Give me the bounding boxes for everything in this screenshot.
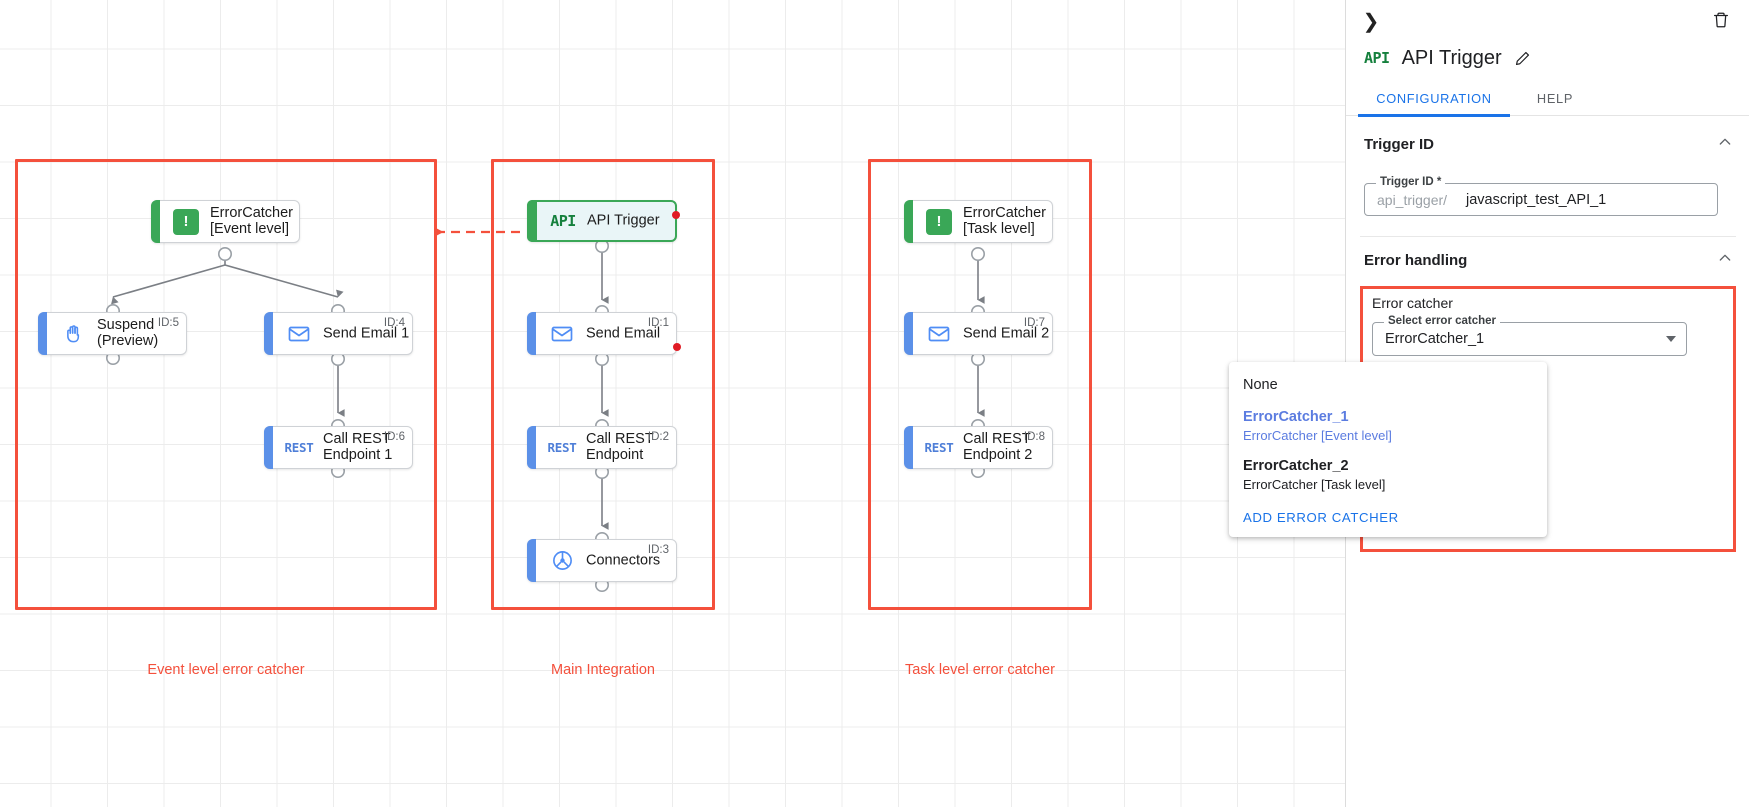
dropdown-option-errorcatcher-1[interactable]: ErrorCatcher_1 ErrorCatcher [Event level… [1229,402,1547,451]
group-label-main: Main Integration [551,662,655,678]
dropdown-option-none[interactable]: None [1229,370,1547,402]
chevron-up-icon-trigger-id[interactable] [1717,134,1733,153]
status-dot [672,211,680,219]
group-label-event-level: Event level error catcher [147,662,305,678]
node-send-email[interactable]: Send Email ID:1 [527,312,681,355]
section-heading-trigger-id: Trigger ID [1364,136,1435,153]
section-heading-error-handling: Error handling [1364,252,1468,269]
rest-icon: REST [924,440,954,455]
node-id-tag: ID:4 [383,317,405,329]
chevron-right-icon[interactable]: ❯ [1362,10,1380,33]
node-accent-bar [38,312,47,355]
alert-square-icon: ! [926,208,952,235]
node-label: ErrorCatcher [Task level] [963,204,1046,238]
node-accent-bar [527,200,537,242]
node-accent-bar [904,200,913,243]
tab-configuration[interactable]: CONFIGURATION [1358,80,1510,117]
trash-icon[interactable] [1707,6,1735,34]
node-accent-bar [264,312,273,355]
page-title: API Trigger [1401,46,1502,69]
node-accent-bar [151,200,160,243]
node-label: Suspend (Preview) [97,316,159,350]
tab-help[interactable]: HELP [1510,80,1600,116]
dropdown-option-errorcatcher-2[interactable]: ErrorCatcher_2 ErrorCatcher [Task level] [1229,451,1547,500]
node-label: Call REST Endpoint 1 [323,430,393,464]
node-label: Send Email 2 [963,325,1050,342]
trigger-id-prefix: api_trigger/ [1377,191,1448,208]
group-frame-event-level[interactable] [15,159,437,610]
section-divider [1360,236,1736,237]
node-label: Call REST Endpoint 2 [963,430,1033,464]
pencil-icon[interactable] [1514,50,1531,67]
node-label: Call REST Endpoint [586,430,654,464]
api-icon: API [1364,49,1390,67]
select-error-catcher-value: ErrorCatcher_1 [1385,331,1485,347]
node-call-rest-endpoint[interactable]: REST Call REST Endpoint ID:2 [527,426,677,469]
node-suspend-preview[interactable]: Suspend (Preview) ID:5 [38,312,187,355]
dropdown-option-secondary: ErrorCatcher [Task level] [1243,477,1386,493]
hand-icon [60,321,86,347]
dropdown-option-primary: None [1243,377,1278,393]
node-accent-bar [527,539,536,582]
select-error-catcher-legend: Select error catcher [1384,315,1501,327]
node-accent-bar [527,426,536,469]
chevron-up-icon-error-handling[interactable] [1717,250,1733,269]
node-errorcatcher-task-level[interactable]: ! ErrorCatcher [Task level] [904,200,1053,243]
envelope-icon [286,321,312,347]
node-id-tag: ID:6 [383,431,405,443]
group-frame-task-level[interactable] [868,159,1092,610]
api-icon: API [550,212,576,230]
chevron-down-icon[interactable] [1666,336,1676,342]
dropdown-option-primary: ErrorCatcher_1 [1243,408,1349,425]
node-id-tag: ID:7 [1023,317,1045,329]
group-frame-main[interactable] [491,159,715,610]
rest-icon: REST [284,440,314,455]
node-label: Connectors [586,552,661,569]
node-label: API Trigger [587,212,660,229]
trigger-id-field[interactable]: Trigger ID * api_trigger/ javascript_tes… [1364,176,1718,216]
envelope-icon [549,321,575,347]
node-errorcatcher-event-level[interactable]: ! ErrorCatcher [Event level] [151,200,300,243]
add-error-catcher-button[interactable]: ADD ERROR CATCHER [1243,509,1399,525]
error-catcher-label: Error catcher [1372,295,1453,311]
flow-canvas[interactable]: Event level error catcher Main Integrati… [0,0,1345,807]
node-label: ErrorCatcher [Event level] [210,204,293,238]
panel-title-row: API API Trigger [1346,38,1749,78]
tab-configuration-label: CONFIGURATION [1376,90,1492,106]
config-panel: ❯ API API Trigger CONFIGURATION [1229,0,1749,807]
node-id-tag: ID:1 [647,317,669,329]
trigger-id-input[interactable]: javascript_test_API_1 [1466,191,1607,208]
connectors-icon [549,548,575,574]
rest-icon: REST [547,440,577,455]
node-accent-bar [527,312,536,355]
node-id-tag: ID:5 [157,317,179,329]
node-label: Send Email [586,325,661,342]
panel-tabs: CONFIGURATION HELP [1346,80,1749,117]
select-error-catcher-field[interactable]: Select error catcher ErrorCatcher_1 [1372,315,1687,356]
node-id-tag: ID:8 [1023,431,1045,443]
dropdown-option-primary: ErrorCatcher_2 [1243,457,1349,474]
node-id-tag: ID:2 [647,431,669,443]
envelope-icon [926,321,952,347]
status-dot [673,343,681,351]
group-label-task-level: Task level error catcher [905,662,1055,678]
node-connectors[interactable]: Connectors ID:3 [527,539,677,582]
panel-topbar: ❯ [1346,0,1749,42]
node-id-tag: ID:3 [647,544,669,556]
tab-help-label: HELP [1536,90,1574,106]
trigger-id-field-legend: Trigger ID * [1376,176,1446,188]
node-accent-bar [264,426,273,469]
node-accent-bar [904,426,913,469]
dropdown-option-secondary: ErrorCatcher [Event level] [1243,428,1392,444]
node-api-trigger[interactable]: API API Trigger [527,200,680,242]
node-accent-bar [904,312,913,355]
alert-square-icon: ! [173,208,199,235]
node-call-rest-endpoint-1[interactable]: REST Call REST Endpoint 1 ID:6 [264,426,413,469]
node-send-email-1[interactable]: Send Email 1 ID:4 [264,312,413,355]
error-catcher-dropdown-menu[interactable]: None ErrorCatcher_1 ErrorCatcher [Event … [1229,362,1547,537]
node-call-rest-endpoint-2[interactable]: REST Call REST Endpoint 2 ID:8 [904,426,1053,469]
node-label: Send Email 1 [323,325,410,342]
node-send-email-2[interactable]: Send Email 2 ID:7 [904,312,1053,355]
